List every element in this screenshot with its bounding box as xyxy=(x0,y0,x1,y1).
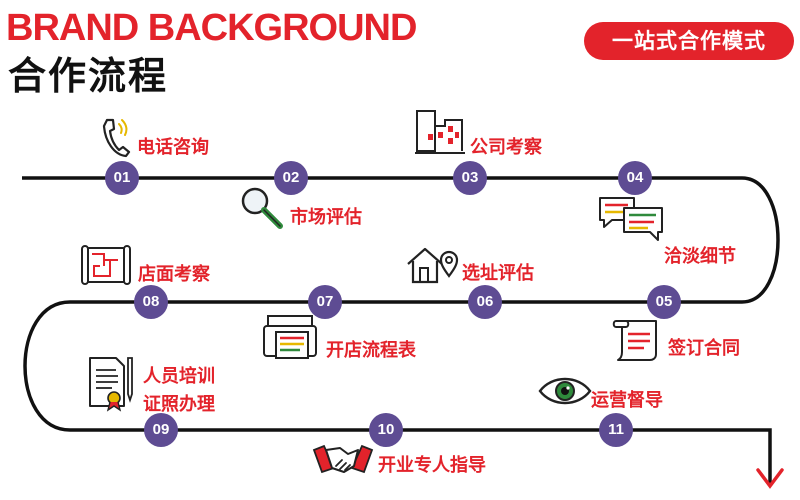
step-08-number: 08 xyxy=(134,285,168,319)
step-04-label: 洽淡细节 xyxy=(664,246,736,267)
scroll-contract-icon xyxy=(612,320,657,361)
handshake-icon xyxy=(312,444,374,474)
step-04-number: 04 xyxy=(618,161,652,195)
certificate-icon xyxy=(89,357,133,412)
step-09-label: 人员培训 xyxy=(143,366,215,387)
step-01-label: 电话咨询 xyxy=(137,137,209,158)
step-09-number: 09 xyxy=(144,413,178,447)
step-11-label: 运营督导 xyxy=(591,390,663,411)
chat-bubbles-icon xyxy=(599,197,663,241)
step-05-label: 签订合同 xyxy=(668,338,740,359)
phone-icon xyxy=(102,118,131,158)
step-08-label: 店面考察 xyxy=(138,264,210,285)
house-location-icon xyxy=(407,247,459,284)
printer-icon xyxy=(263,315,317,359)
mode-badge: 一站式合作模式 xyxy=(584,22,794,60)
step-07-number: 07 xyxy=(308,285,342,319)
step-02-number: 02 xyxy=(274,161,308,195)
step-09-label-2: 证照办理 xyxy=(143,394,215,415)
magnifier-icon xyxy=(241,187,283,229)
step-03-number: 03 xyxy=(453,161,487,195)
step-10-label: 开业专人指导 xyxy=(378,455,486,476)
step-10-number: 10 xyxy=(369,413,403,447)
eye-icon xyxy=(538,377,592,405)
step-03-label: 公司考察 xyxy=(470,137,542,158)
step-01-number: 01 xyxy=(105,161,139,195)
arrow-down-icon xyxy=(756,468,784,489)
step-06-label: 选址评估 xyxy=(462,263,534,284)
brand-heading: BRAND BACKGROUND xyxy=(6,7,417,49)
building-icon xyxy=(415,110,465,154)
step-06-number: 06 xyxy=(468,285,502,319)
page-title: 合作流程 xyxy=(8,54,169,98)
step-11-number: 11 xyxy=(599,413,633,447)
step-05-number: 05 xyxy=(647,285,681,319)
step-02-label: 市场评估 xyxy=(290,207,362,228)
blueprint-icon xyxy=(81,245,131,285)
step-07-label: 开店流程表 xyxy=(326,340,416,361)
